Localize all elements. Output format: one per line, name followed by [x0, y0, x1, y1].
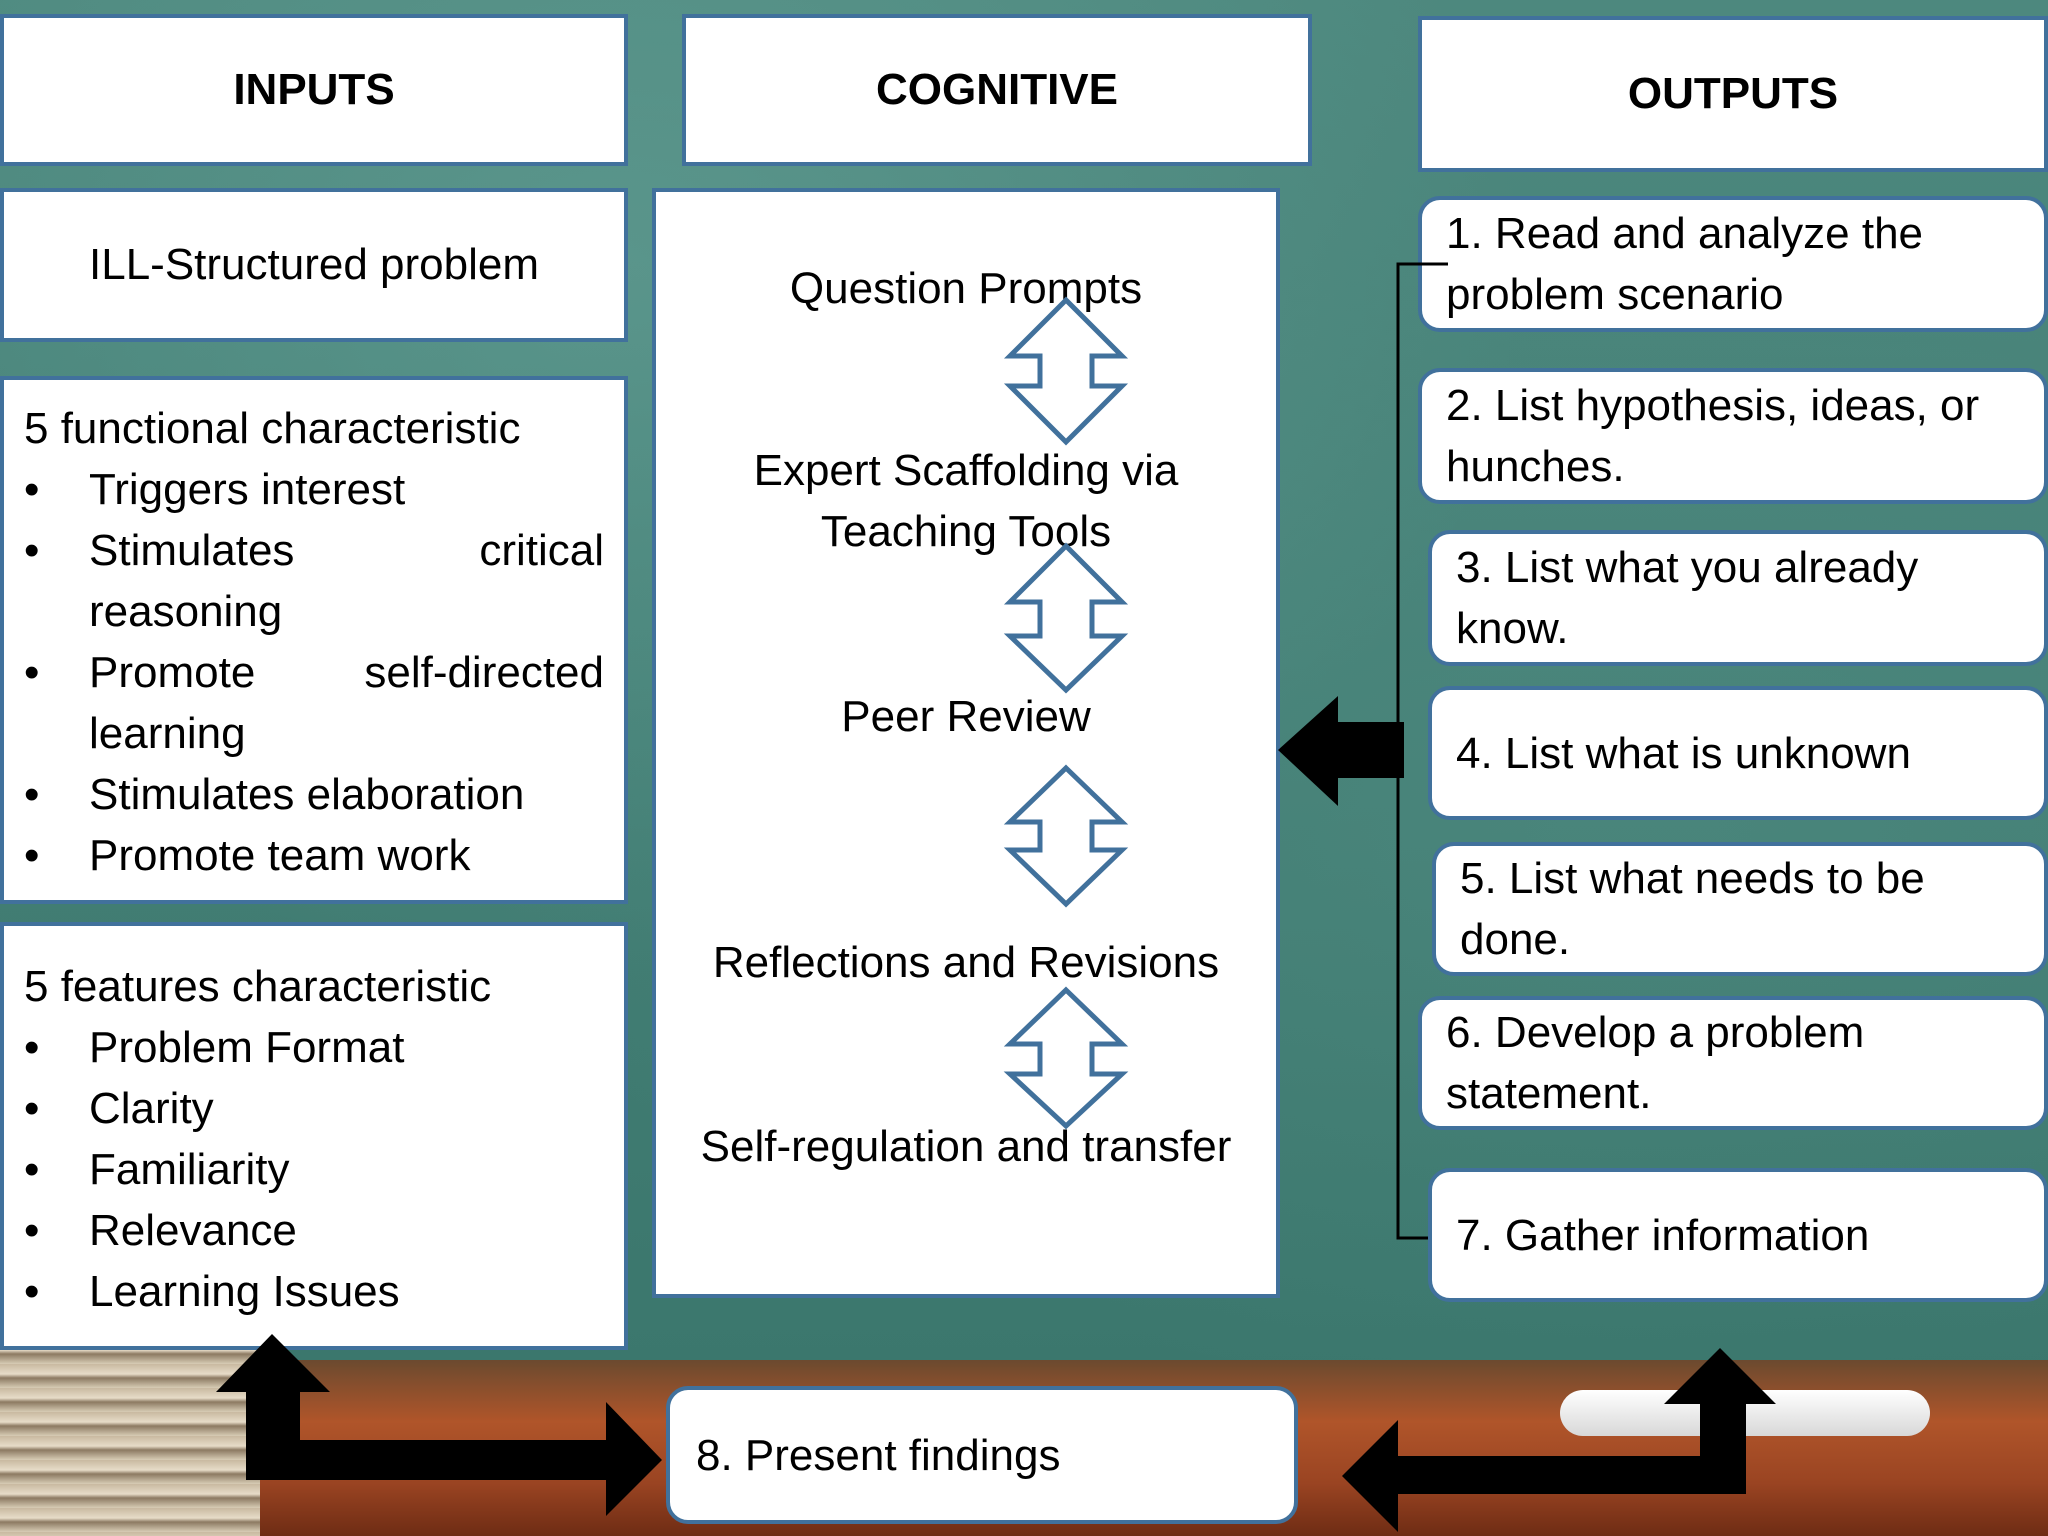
list-item: Promote self-directed learning	[24, 642, 604, 764]
outputs-bracket	[1396, 262, 1448, 1240]
bottom-right-elbow-arrow-icon	[1342, 1348, 1776, 1532]
outputs-header: OUTPUTS	[1418, 16, 2048, 172]
cognitive-header: COGNITIVE	[682, 14, 1312, 166]
list-item: Familiarity	[24, 1139, 604, 1200]
list-item: Triggers interest	[24, 459, 604, 520]
output-step-7: 7. Gather information	[1428, 1168, 2048, 1302]
list-item: Clarity	[24, 1078, 604, 1139]
left-arrow-icon	[1278, 696, 1404, 806]
double-arrow-icon	[1003, 542, 1129, 694]
cognitive-item-reflections: Reflections and Revisions	[712, 938, 1220, 987]
output-step-2: 2. List hypothesis, ideas, or hunches.	[1418, 368, 2048, 504]
double-arrow-icon	[1003, 764, 1129, 908]
list-item: Relevance	[24, 1200, 604, 1261]
ill-structured-problem-box: ILL-Structured problem	[0, 188, 628, 342]
list-item: Stimulates elaboration	[24, 764, 604, 825]
cognitive-process-box: Question Prompts Expert Scaffolding via …	[652, 188, 1280, 1298]
list-item: Problem Format	[24, 1017, 604, 1078]
list-item: Promote team work	[24, 825, 604, 886]
functional-list: Triggers interest Stimulates critical re…	[24, 459, 604, 886]
list-item: Learning Issues	[24, 1261, 604, 1322]
double-arrow-icon	[1003, 296, 1129, 446]
cognitive-item-expert-scaffolding: Expert Scaffolding via Teaching Tools	[753, 446, 1179, 556]
functional-characteristics-box: 5 functional characteristic Triggers int…	[0, 376, 628, 904]
output-step-6: 6. Develop a problem statement.	[1418, 996, 2048, 1130]
output-step-4: 4. List what is unknown	[1428, 686, 2048, 820]
features-heading: 5 features characteristic	[24, 962, 492, 1011]
features-list: Problem Format Clarity Familiarity Relev…	[24, 1017, 604, 1322]
inputs-header: INPUTS	[0, 14, 628, 166]
functional-heading: 5 functional characteristic	[24, 404, 521, 453]
bottom-left-elbow-arrow-icon	[216, 1334, 662, 1516]
output-step-1: 1. Read and analyze the problem scenario	[1418, 196, 2048, 332]
cognitive-item-question-prompts: Question Prompts	[789, 264, 1143, 313]
cognitive-item-self-regulation: Self-regulation and transfer	[700, 1122, 1232, 1171]
features-characteristics-box: 5 features characteristic Problem Format…	[0, 922, 628, 1350]
double-arrow-icon	[1003, 986, 1129, 1130]
output-step-8-present-findings: 8. Present findings	[666, 1386, 1298, 1524]
cognitive-item-peer-review: Peer Review	[841, 692, 1091, 741]
output-step-3: 3. List what you already know.	[1428, 530, 2048, 666]
output-step-5: 5. List what needs to be done.	[1432, 842, 2048, 976]
books-decoration	[0, 1340, 260, 1536]
list-item: Stimulates critical reasoning	[24, 520, 604, 642]
